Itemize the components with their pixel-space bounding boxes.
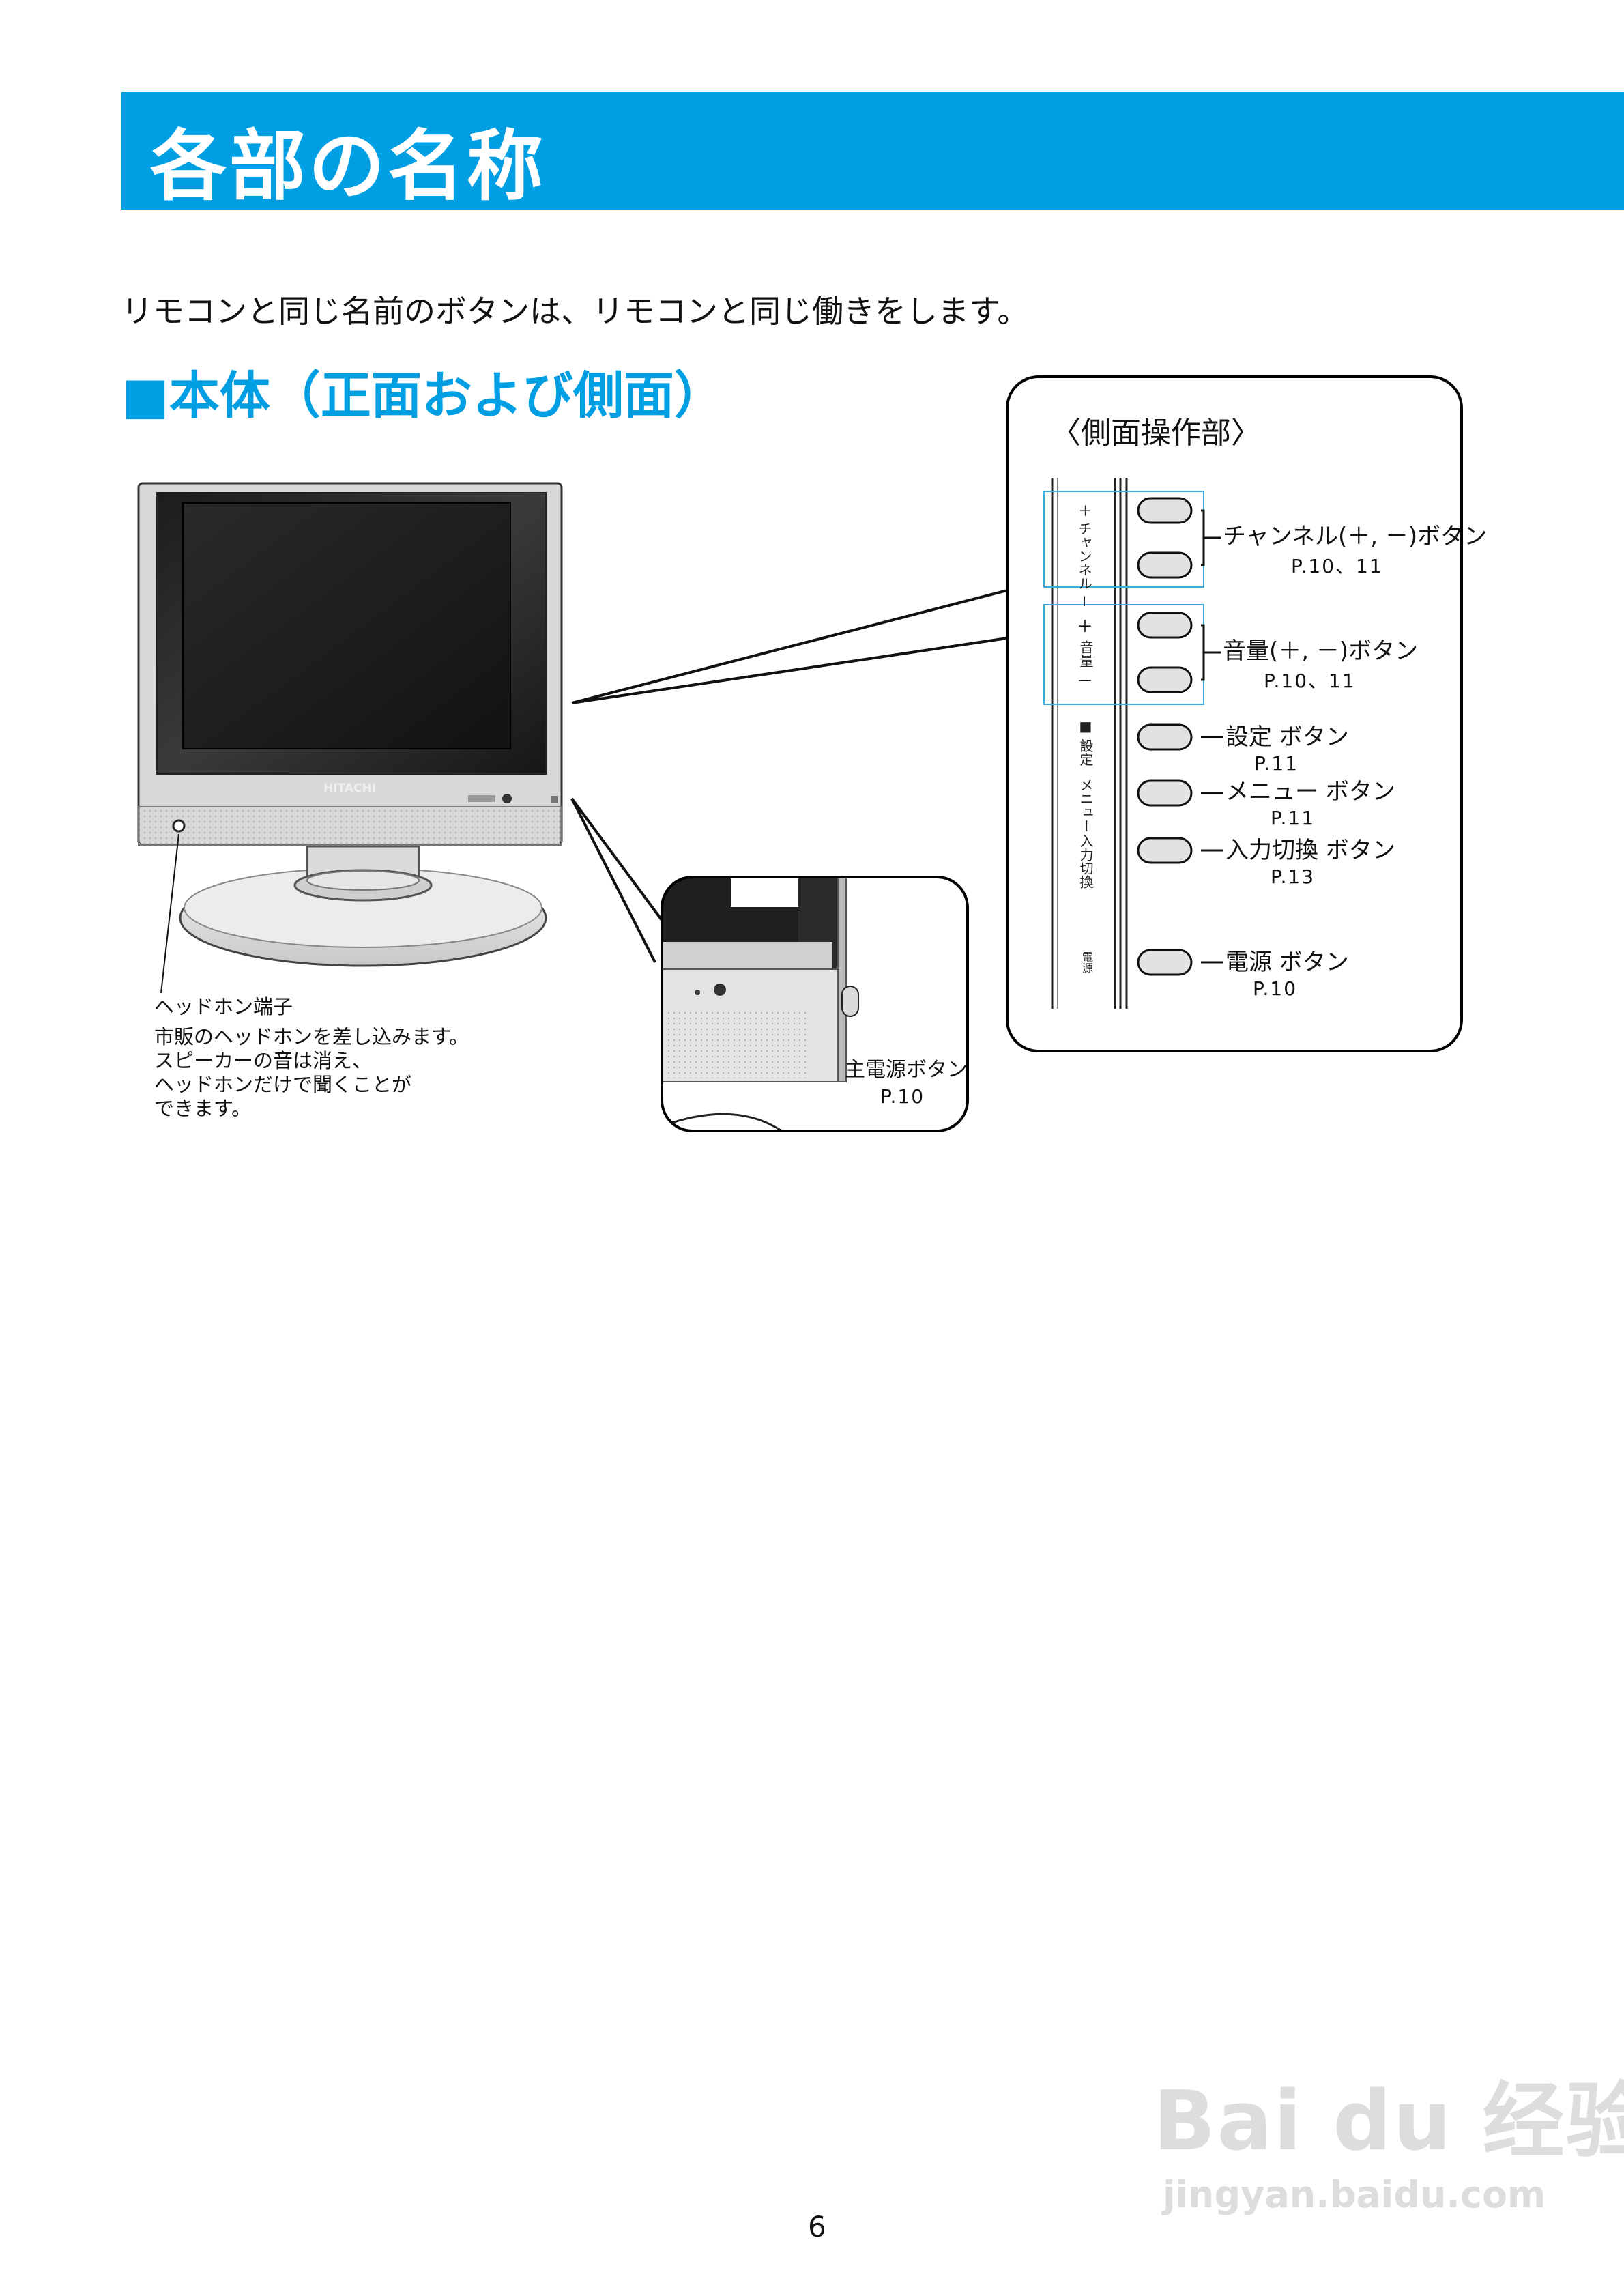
intro-text: リモコンと同じ名前のボタンは、リモコンと同じ働きをします。: [121, 293, 1029, 330]
headphone-desc-line: スピーカーの音は消え、: [154, 1049, 373, 1072]
side-zoom: [661, 876, 969, 1132]
channel-button-label: チャンネル(＋, －)ボタン: [1223, 523, 1488, 550]
side-panel-heading: 〈側面操作部〉: [1051, 416, 1261, 450]
strip-label-volume: 音量: [1077, 640, 1094, 668]
input-button-page: P.13: [1271, 865, 1316, 888]
side-panel: [1006, 375, 1463, 1052]
headphone-desc-line: ヘッドホンだけで聞くことが: [154, 1073, 412, 1096]
power-button-page: P.10: [1253, 977, 1298, 1000]
page-title: 各部の名称: [150, 122, 546, 211]
volume-button-label: 音量(＋, －)ボタン: [1223, 637, 1419, 665]
watermark-url: jingyan.baidu.com: [1163, 2173, 1546, 2216]
tv-body: [137, 482, 563, 846]
strip-label-menu: メニュー: [1077, 778, 1094, 833]
menu-button-page: P.11: [1271, 807, 1316, 829]
input-button-label: 入力切換 ボタン: [1226, 837, 1395, 864]
tv-stand: [179, 845, 547, 967]
headphone-title: ヘッドホン端子: [154, 995, 293, 1018]
page-number: 6: [808, 2210, 826, 2243]
menu-button-label: メニュー ボタン: [1226, 778, 1395, 805]
tv-brand-logo: HITACHI: [323, 781, 377, 795]
strip-label-power: 電源: [1080, 951, 1093, 973]
main-power-label: 主電源ボタン: [845, 1058, 968, 1082]
headphone-desc-line: できます。: [154, 1097, 252, 1120]
section-heading: ■本体（正面および側面）: [121, 367, 725, 425]
title-bar: 各部の名称: [121, 92, 1624, 211]
main-power-page: P.10: [880, 1085, 925, 1108]
volume-button-page: P.10、11: [1264, 670, 1356, 692]
watermark: Bai du 经验 jingyan.baidu.com: [1153, 2054, 1624, 2216]
side-leader-lines: [1201, 509, 1223, 964]
strip-label-volume-minus: －: [1077, 672, 1093, 691]
power-button-label: 電源 ボタン: [1226, 949, 1349, 976]
settings-button-label: 設定 ボタン: [1226, 723, 1349, 751]
strip-label-volume-plus: ＋: [1077, 617, 1093, 636]
headphone-desc-line: 市販のヘッドホンを差し込みます。: [154, 1025, 469, 1048]
channel-button-page: P.10、11: [1291, 555, 1383, 577]
strip-label-settings: ■ 設定: [1077, 718, 1094, 766]
settings-button-page: P.11: [1254, 752, 1299, 775]
side-button-shapes: [1137, 497, 1193, 976]
watermark-brand: Bai du 经验: [1153, 2074, 1624, 2169]
strip-label-channel: ＋ チャンネル －: [1076, 504, 1092, 608]
strip-label-input: 入力切換: [1077, 834, 1094, 889]
